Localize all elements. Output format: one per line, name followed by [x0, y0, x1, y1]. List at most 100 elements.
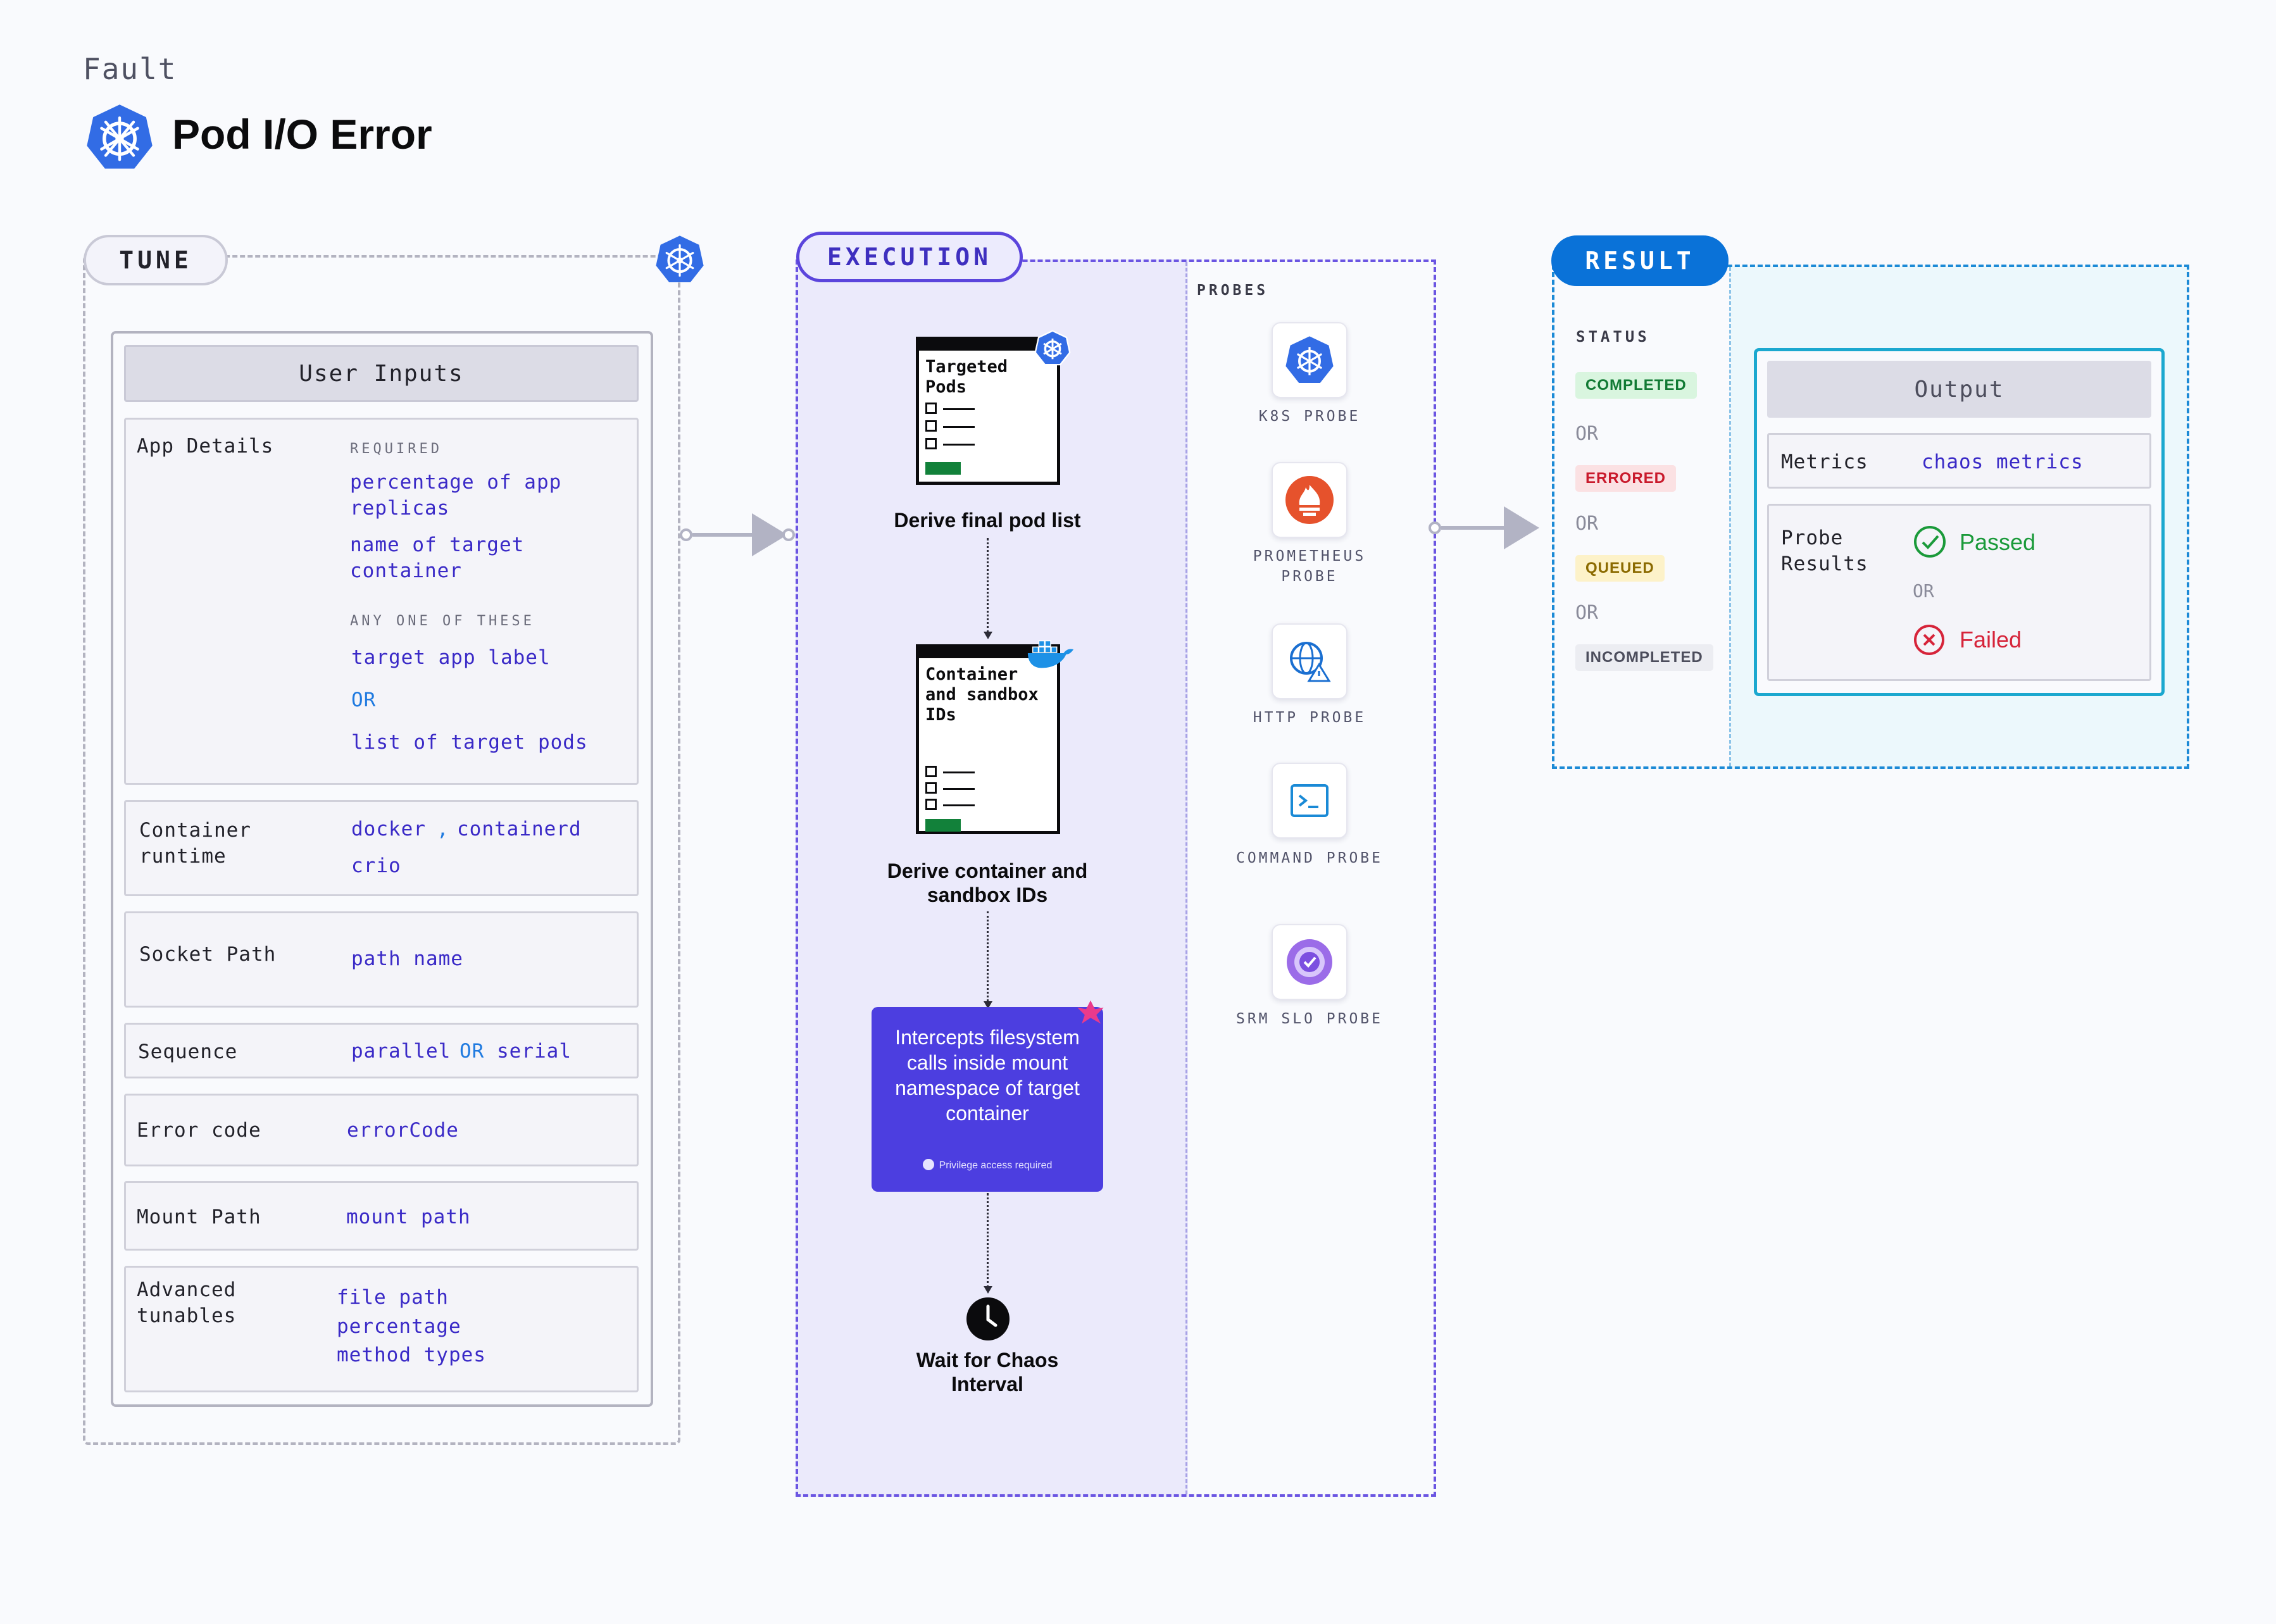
tune-section — [83, 255, 680, 1445]
any-one-value: target app label — [351, 646, 551, 669]
metrics-row — [1767, 433, 2151, 489]
arrow-down-icon — [984, 1286, 992, 1294]
result-divider — [1729, 267, 1731, 766]
doc-line — [943, 408, 975, 410]
metrics-value: chaos metrics — [1922, 451, 2084, 473]
connector-line — [1441, 526, 1504, 530]
sequence-value: parallel — [351, 1040, 451, 1063]
connector-line — [692, 533, 756, 537]
http-probe-tile — [1272, 623, 1347, 699]
step-derive-pods-label: Derive final pod list — [894, 509, 1081, 532]
fault-kicker: Fault — [83, 52, 177, 86]
connector-start-dot — [680, 528, 692, 541]
checkbox-icon — [925, 403, 937, 414]
connector-start-dot — [1429, 522, 1441, 534]
arrow-right-icon — [1504, 506, 1539, 549]
app-details-label: App Details — [137, 435, 274, 458]
any-one-value: list of target pods — [351, 731, 588, 754]
runtime-value: docker — [351, 818, 426, 840]
doc-line — [943, 788, 975, 790]
arrow-right-icon — [752, 513, 787, 556]
container-ids-doc: Container and sandbox IDs — [916, 644, 1060, 834]
passed-label: Passed — [1960, 529, 2036, 555]
or-separator: OR — [351, 689, 377, 711]
sequence-label: Sequence — [138, 1040, 238, 1063]
required-caption: REQUIRED — [350, 441, 442, 457]
execution-pill: EXECUTION — [796, 232, 1023, 282]
any-one-caption: ANY ONE OF THESE — [350, 613, 535, 629]
http-globe-icon — [1290, 642, 1331, 682]
privilege-note-text: Privilege access required — [939, 1160, 1053, 1171]
probe-results-label: Probe Results — [1781, 527, 1868, 575]
status-badge-completed: COMPLETED — [1575, 372, 1697, 399]
runtime-value: containerd — [457, 818, 582, 840]
status-badge-errored: ERRORED — [1575, 465, 1677, 492]
kubernetes-icon — [656, 235, 704, 282]
socket-path-label: Socket Path — [139, 943, 277, 966]
container-runtime-row — [124, 800, 639, 896]
advanced-value: percentage — [337, 1315, 461, 1338]
flow-connector — [987, 538, 989, 633]
or-separator: OR — [460, 1040, 485, 1063]
chaos-injection-card: Intercepts filesystem calls inside mount… — [872, 1007, 1103, 1192]
page-title: Pod I/O Error — [172, 111, 432, 158]
or-separator: OR — [1575, 423, 1599, 445]
prometheus-icon — [1285, 476, 1334, 524]
targeted-pods-doc: Targeted Pods — [916, 337, 1060, 485]
doc-line — [943, 426, 975, 428]
k8s-probe-tile — [1272, 322, 1347, 398]
kubernetes-icon — [87, 104, 153, 169]
x-circle-icon — [1914, 625, 1944, 655]
srm-slo-icon — [1287, 939, 1332, 985]
status-title: STATUS — [1576, 328, 1650, 346]
clock-icon — [966, 1297, 1010, 1340]
container-runtime-label: Container runtime — [139, 819, 251, 868]
probe-label: HTTP PROBE — [1253, 709, 1366, 726]
check-circle-icon — [1914, 526, 1946, 558]
srm-slo-probe-tile — [1272, 924, 1347, 1000]
probe-label: K8S PROBE — [1258, 408, 1361, 425]
advanced-value: file path — [337, 1286, 449, 1309]
doc-line — [943, 444, 975, 446]
command-probe-tile — [1272, 763, 1347, 839]
required-value: name of target container — [350, 534, 525, 582]
doc-title: Targeted Pods — [925, 357, 1008, 397]
socket-path-row — [124, 911, 639, 1008]
probes-title: PROBES — [1197, 282, 1269, 299]
prometheus-probe-tile — [1272, 462, 1347, 538]
flow-connector — [987, 1193, 989, 1288]
flow-connector — [987, 911, 989, 1005]
runtime-value: crio — [351, 854, 401, 877]
doc-line — [943, 771, 975, 773]
result-section — [1552, 265, 2189, 769]
metrics-label: Metrics — [1781, 451, 1868, 473]
connector-end-dot — [782, 528, 795, 541]
user-inputs-title: User Inputs — [124, 345, 639, 402]
checkbox-icon — [925, 782, 937, 794]
advanced-tunables-row — [124, 1266, 639, 1392]
advanced-value: method types — [337, 1344, 486, 1366]
doc-line — [943, 804, 975, 806]
step-derive-ids-label: Derive container and sandbox IDs — [887, 859, 1088, 906]
step-wait-label: Wait for Chaos Interval — [916, 1349, 1059, 1396]
failed-label: Failed — [1960, 627, 2022, 653]
kubernetes-icon — [1034, 330, 1071, 366]
mount-path-label: Mount Path — [137, 1206, 261, 1228]
error-code-value: errorCode — [347, 1119, 459, 1142]
probe-label: PROMETHEUS PROBE — [1253, 548, 1366, 585]
probe-results-row — [1767, 504, 2151, 681]
chaos-injection-text: Intercepts filesystem calls inside mount… — [895, 1026, 1080, 1125]
execution-section — [796, 259, 1436, 1497]
lock-icon — [922, 1159, 934, 1170]
doc-title: Container and sandbox IDs — [925, 665, 1039, 725]
chaos-badge-icon — [1077, 1000, 1104, 1024]
kubernetes-icon — [1285, 336, 1334, 383]
tune-pill: TUNE — [84, 235, 228, 285]
checkbox-icon — [925, 438, 937, 449]
app-details-row — [124, 418, 639, 785]
mount-path-value: mount path — [346, 1206, 471, 1228]
socket-path-value: path name — [351, 947, 463, 970]
checkbox-icon — [925, 420, 937, 432]
docker-icon — [1027, 640, 1074, 668]
output-title: Output — [1767, 361, 2151, 418]
